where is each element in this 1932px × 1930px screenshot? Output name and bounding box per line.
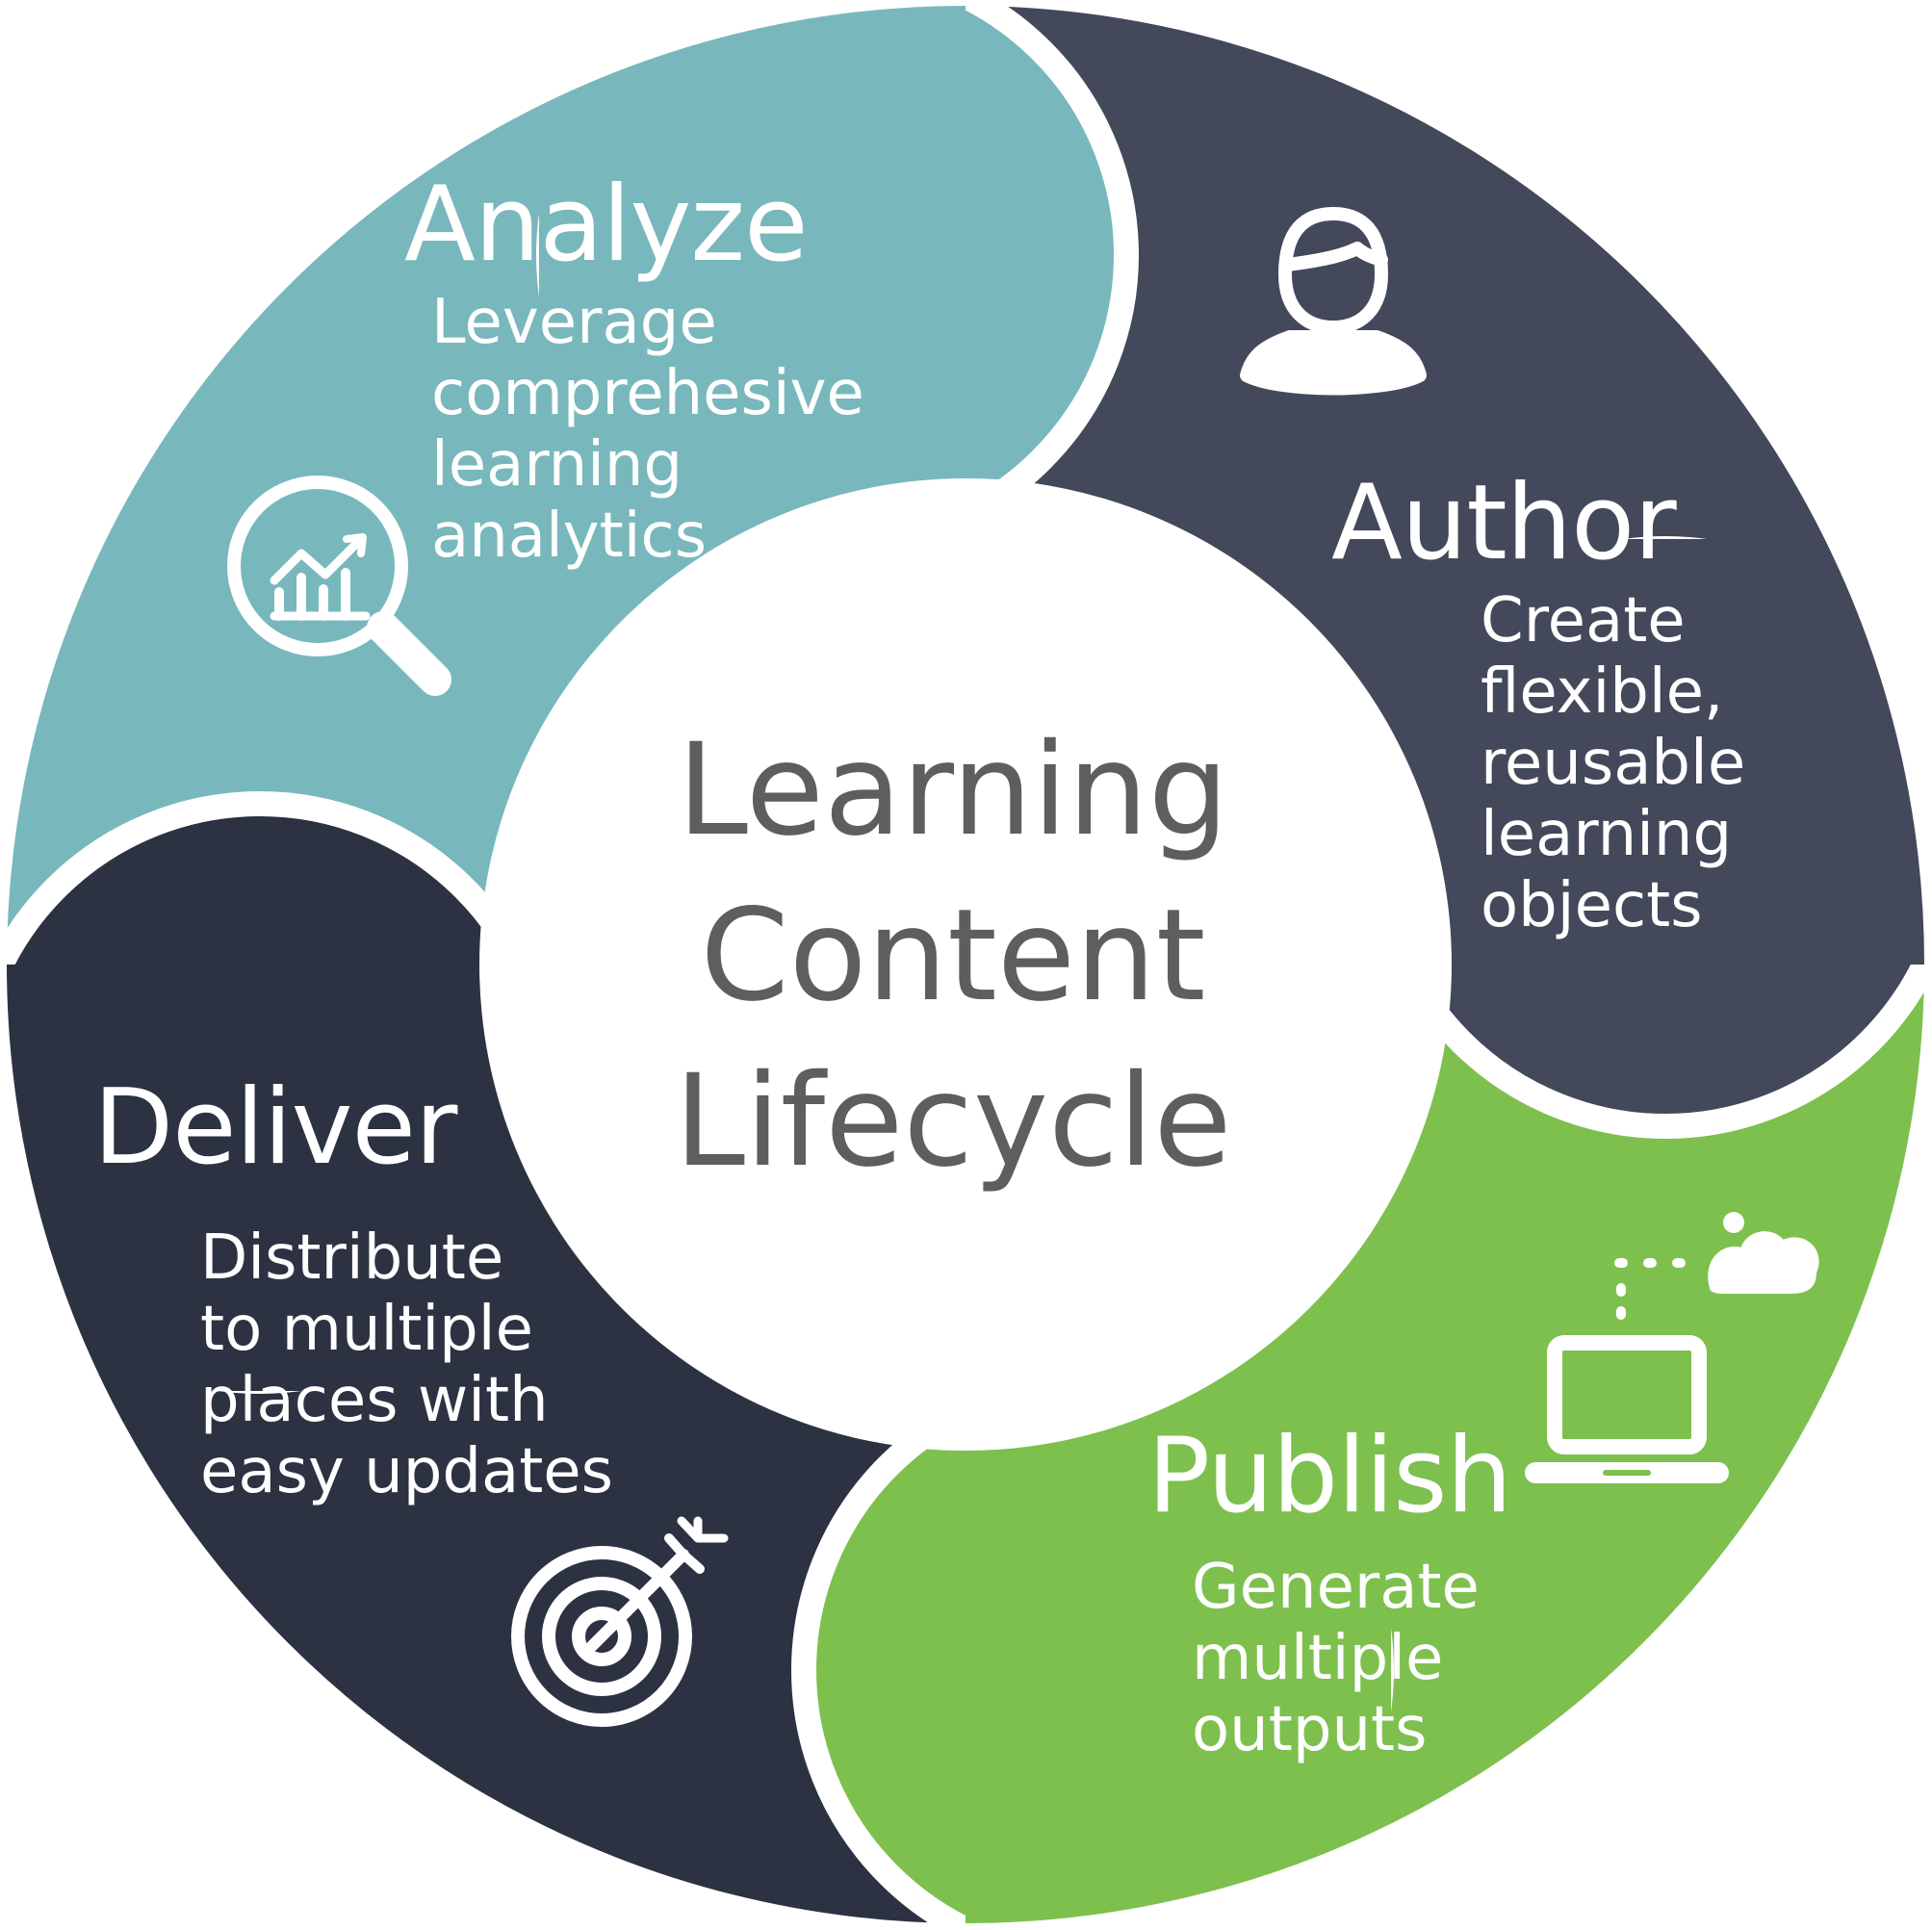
analyze-description-line: Leverage [431, 287, 717, 358]
publish-description-line: Generate [1192, 1552, 1480, 1623]
center-title-line-1: Learning [677, 716, 1229, 864]
deliver-title: Deliver [93, 1068, 457, 1188]
deliver-description: Distribute to multiple places with easy … [200, 1222, 613, 1507]
analyze-title: Analyze [404, 165, 809, 285]
center-title-line-3: Lifecycle [674, 1047, 1232, 1196]
author-description-line: Create [1481, 585, 1686, 656]
author-title: Author [1331, 463, 1677, 583]
deliver-description-line: places with [200, 1365, 549, 1436]
analyze-description: Leverage comprehesive learning analytics [431, 287, 864, 572]
analyze-description-line: learning [431, 429, 683, 501]
analyze-description-line: comprehesive [431, 358, 864, 429]
person-icon [1240, 207, 1427, 396]
author-description-line: objects [1481, 870, 1703, 941]
author-description-line: learning [1481, 799, 1733, 870]
publish-title: Publish [1147, 1416, 1512, 1536]
author-description-line: flexible, [1481, 656, 1724, 728]
deliver-description-line: to multiple [200, 1294, 533, 1365]
deliver-description-line: easy updates [200, 1436, 613, 1507]
publish-description: Generate multiple outputs [1192, 1552, 1480, 1765]
center-disc [479, 478, 1452, 1451]
publish-description-line: multiple [1192, 1623, 1444, 1694]
analyze-description-line: analytics [431, 501, 708, 572]
author-description: Create flexible, reusable learning objec… [1481, 585, 1745, 941]
magnifier-chart-icon [227, 476, 451, 696]
deliver-description-line: Distribute [200, 1222, 504, 1294]
center-title: Learning Content Lifecycle [616, 708, 1290, 1204]
center-title-line-2: Content [700, 882, 1206, 1030]
target-arrow-icon [511, 1516, 729, 1727]
publish-description-line: outputs [1192, 1694, 1428, 1765]
author-description-line: reusable [1481, 728, 1746, 799]
laptop-cloud-icon [1525, 1212, 1819, 1483]
